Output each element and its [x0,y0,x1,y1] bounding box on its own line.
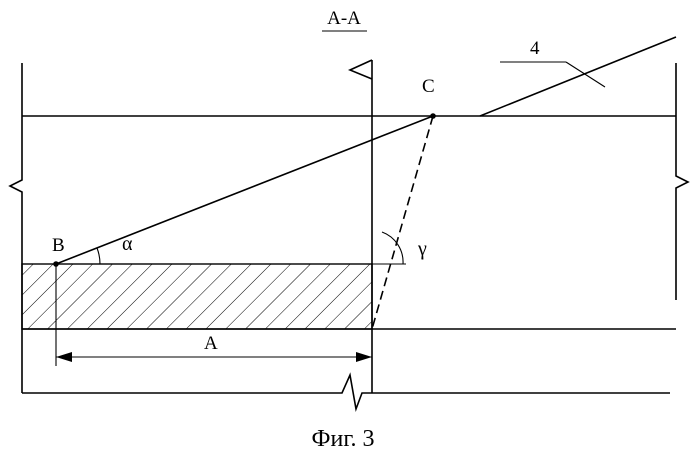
bottom-break-line [22,375,670,409]
line-b-c [56,116,433,264]
point-c-label: C [422,76,435,97]
point-c-marker [430,113,436,119]
callout-number: 4 [530,38,540,59]
alpha-angle-arc [97,248,100,264]
left-break-line [10,63,22,393]
alpha-label: α [122,233,133,255]
dimension-label: A [204,333,218,354]
gamma-label: γ [417,238,427,260]
section-label: А-А [327,8,361,29]
callout-leader [566,62,605,87]
section-flag-marker [350,60,372,79]
dimension-arrow-left [56,352,72,362]
sloped-element-line [480,37,676,116]
dashed-line-c-bottom [372,116,433,329]
point-b-label: B [52,235,65,256]
dimension-arrow-right [356,352,372,362]
hatched-zone [22,264,372,329]
right-break-line [676,63,688,300]
figure-caption: Фиг. 3 [312,426,375,452]
